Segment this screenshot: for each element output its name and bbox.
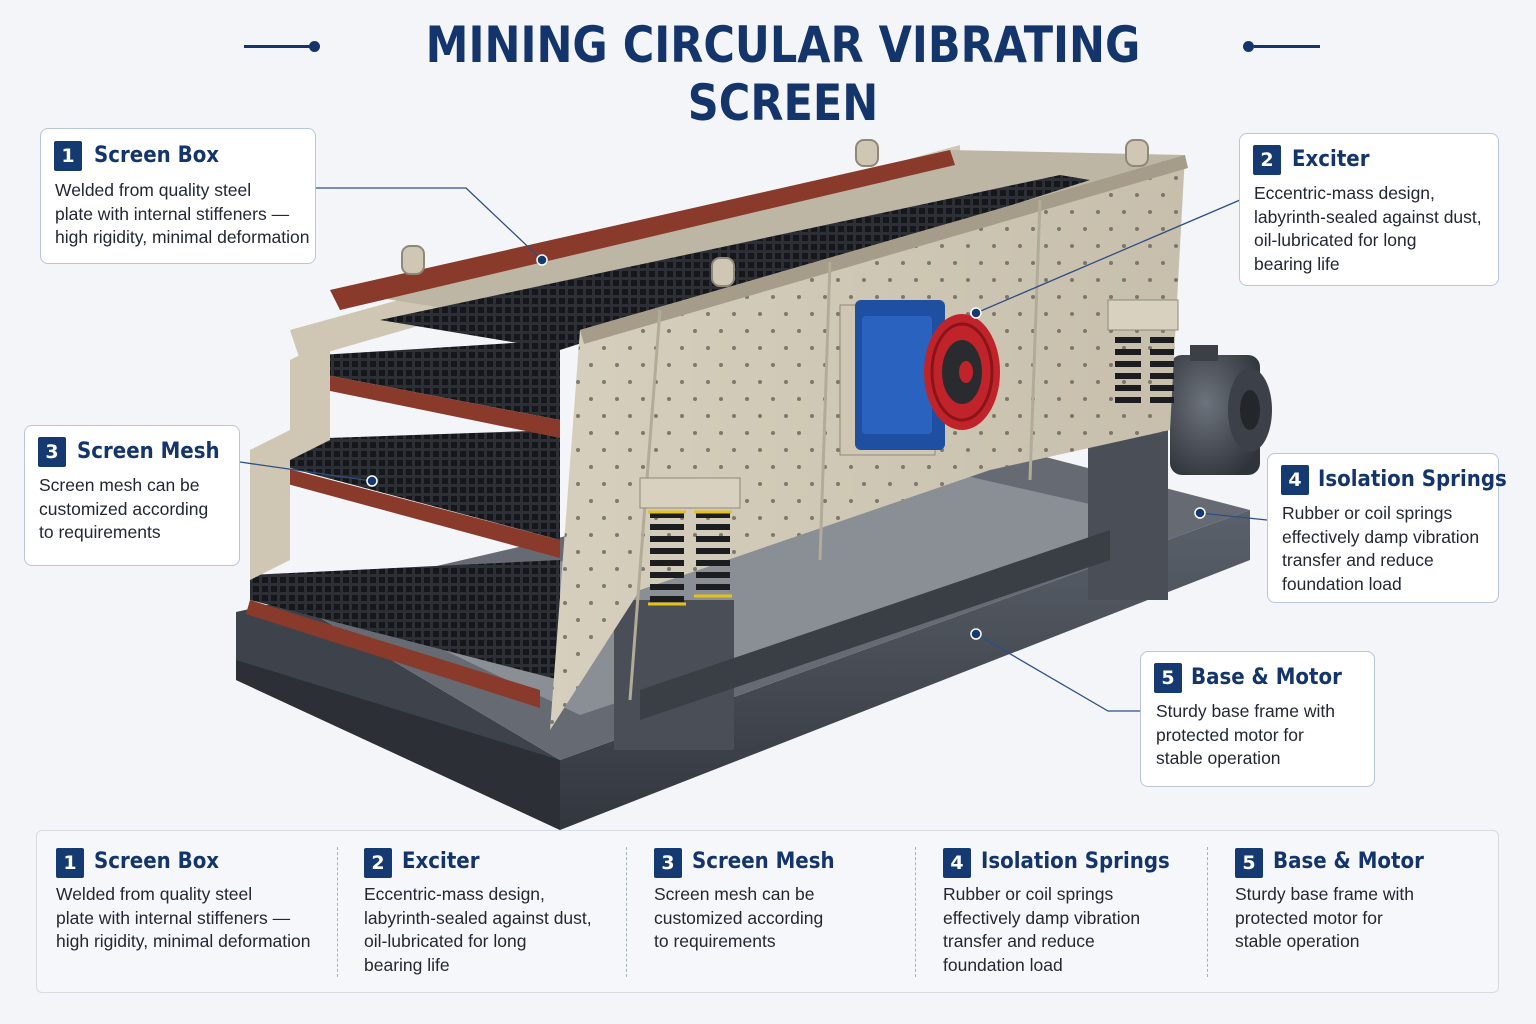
- desc-line: Welded from quality steel: [56, 884, 253, 904]
- desc-line: foundation load: [1282, 573, 1402, 594]
- title-left-dot: [309, 41, 320, 52]
- summary-number: 4: [943, 848, 971, 878]
- summary-divider: [1207, 847, 1208, 977]
- summary-title: Exciter: [402, 849, 480, 874]
- callout-description: Screen mesh can be customized according …: [39, 474, 239, 545]
- desc-line: customized according: [39, 498, 209, 519]
- callout-description: Rubber or coil springs effectively damp …: [1282, 502, 1498, 596]
- desc-line: customized according: [654, 907, 824, 928]
- callout-title: Screen Mesh: [77, 439, 220, 464]
- desc-line: effectively damp vibration: [1282, 526, 1480, 547]
- desc-line: Screen mesh can be: [654, 884, 815, 904]
- callout-number: 2: [1253, 145, 1281, 175]
- callout-number: 1: [54, 141, 82, 171]
- desc-line: oil-lubricated for long: [364, 931, 527, 951]
- desc-line: Sturdy base frame with: [1156, 701, 1335, 721]
- summary-title: Screen Mesh: [692, 849, 835, 874]
- summary-panel: 1 Screen Box Welded from quality steel p…: [36, 830, 1499, 993]
- desc-line: foundation load: [943, 954, 1063, 975]
- callout-title: Base & Motor: [1191, 665, 1342, 690]
- summary-divider: [626, 847, 627, 977]
- desc-line: labyrinth-sealed against dust,: [1254, 206, 1482, 227]
- summary-number: 1: [56, 848, 84, 878]
- callout-title: Exciter: [1292, 147, 1370, 172]
- summary-item-screen-mesh: 3 Screen Mesh Screen mesh can be customi…: [654, 831, 924, 994]
- desc-line: plate with internal stiffeners —: [56, 907, 291, 928]
- title-right-rule: [1254, 45, 1320, 48]
- desc-line: Sturdy base frame with: [1235, 884, 1414, 904]
- desc-line: Eccentric-mass design,: [364, 884, 545, 904]
- callout-screen-box: 1 Screen Box Welded from quality steel p…: [40, 128, 316, 264]
- title-left-rule: [244, 45, 310, 48]
- summary-item-base-motor: 5 Base & Motor Sturdy base frame with pr…: [1235, 831, 1495, 994]
- desc-line: oil-lubricated for long: [1254, 230, 1417, 250]
- desc-line: high rigidity, minimal deformation: [55, 227, 310, 247]
- desc-line: Eccentric-mass design,: [1254, 183, 1435, 203]
- callout-number: 3: [38, 437, 66, 467]
- desc-line: to requirements: [39, 522, 161, 542]
- callout-isolation-springs: 4 Isolation Springs Rubber or coil sprin…: [1267, 453, 1507, 603]
- summary-description: Screen mesh can be customized according …: [654, 883, 924, 954]
- callout-description: Welded from quality steel plate with int…: [55, 179, 317, 250]
- desc-line: protected motor for: [1156, 724, 1304, 745]
- callout-number: 4: [1281, 465, 1309, 495]
- callout-screen-mesh: 3 Screen Mesh Screen mesh can be customi…: [24, 425, 240, 566]
- desc-line: labyrinth-sealed against dust,: [364, 907, 592, 928]
- desc-line: effectively damp vibration: [943, 907, 1141, 928]
- summary-item-exciter: 2 Exciter Eccentric-mass design, labyrin…: [364, 831, 634, 994]
- summary-title: Base & Motor: [1273, 849, 1424, 874]
- summary-number: 5: [1235, 848, 1263, 878]
- desc-line: Screen mesh can be: [39, 475, 200, 495]
- callout-exciter: 2 Exciter Eccentric-mass design, labyrin…: [1239, 133, 1499, 286]
- desc-line: bearing life: [1254, 253, 1340, 274]
- desc-line: stable operation: [1156, 748, 1281, 768]
- summary-title: Isolation Springs: [981, 849, 1170, 874]
- callout-description: Eccentric-mass design, labyrinth-sealed …: [1254, 182, 1498, 276]
- isolation-springs: [639, 299, 1179, 606]
- page-title: MINING CIRCULAR VIBRATING SCREEN: [425, 16, 1141, 132]
- desc-line: high rigidity, minimal deformation: [56, 931, 311, 951]
- summary-title: Screen Box: [94, 849, 220, 874]
- callout-base-motor: 5 Base & Motor Sturdy base frame with pr…: [1140, 651, 1375, 787]
- summary-item-screen-box: 1 Screen Box Welded from quality steel p…: [56, 831, 346, 994]
- title-bar: MINING CIRCULAR VIBRATING SCREEN: [0, 10, 1536, 132]
- summary-divider: [915, 847, 916, 977]
- title-right-dot: [1243, 41, 1254, 52]
- summary-description: Sturdy base frame with protected motor f…: [1235, 883, 1505, 954]
- desc-line: bearing life: [364, 954, 450, 975]
- leader-lines: [239, 187, 1268, 712]
- desc-line: stable operation: [1235, 931, 1360, 951]
- desc-line: Welded from quality steel: [55, 180, 252, 200]
- summary-item-isolation-springs: 4 Isolation Springs Rubber or coil sprin…: [943, 831, 1213, 994]
- desc-line: to requirements: [654, 931, 776, 951]
- summary-description: Welded from quality steel plate with int…: [56, 883, 341, 954]
- desc-line: Rubber or coil springs: [943, 884, 1114, 904]
- summary-description: Rubber or coil springs effectively damp …: [943, 883, 1213, 977]
- desc-line: plate with internal stiffeners —: [55, 203, 290, 224]
- callout-number: 5: [1154, 663, 1182, 693]
- desc-line: transfer and reduce: [1282, 550, 1434, 570]
- exciter: [839, 300, 1000, 456]
- leader-dots: [366, 254, 1206, 640]
- desc-line: Rubber or coil springs: [1282, 503, 1453, 523]
- summary-number: 3: [654, 848, 682, 878]
- callout-description: Sturdy base frame with protected motor f…: [1156, 700, 1374, 771]
- motor: [1170, 345, 1272, 475]
- callout-title: Isolation Springs: [1318, 467, 1507, 492]
- desc-line: transfer and reduce: [943, 931, 1095, 951]
- summary-number: 2: [364, 848, 392, 878]
- callout-title: Screen Box: [94, 143, 220, 168]
- desc-line: protected motor for: [1235, 907, 1383, 928]
- summary-description: Eccentric-mass design, labyrinth-sealed …: [364, 883, 634, 977]
- summary-divider: [337, 847, 338, 977]
- screen-box: [246, 139, 1188, 730]
